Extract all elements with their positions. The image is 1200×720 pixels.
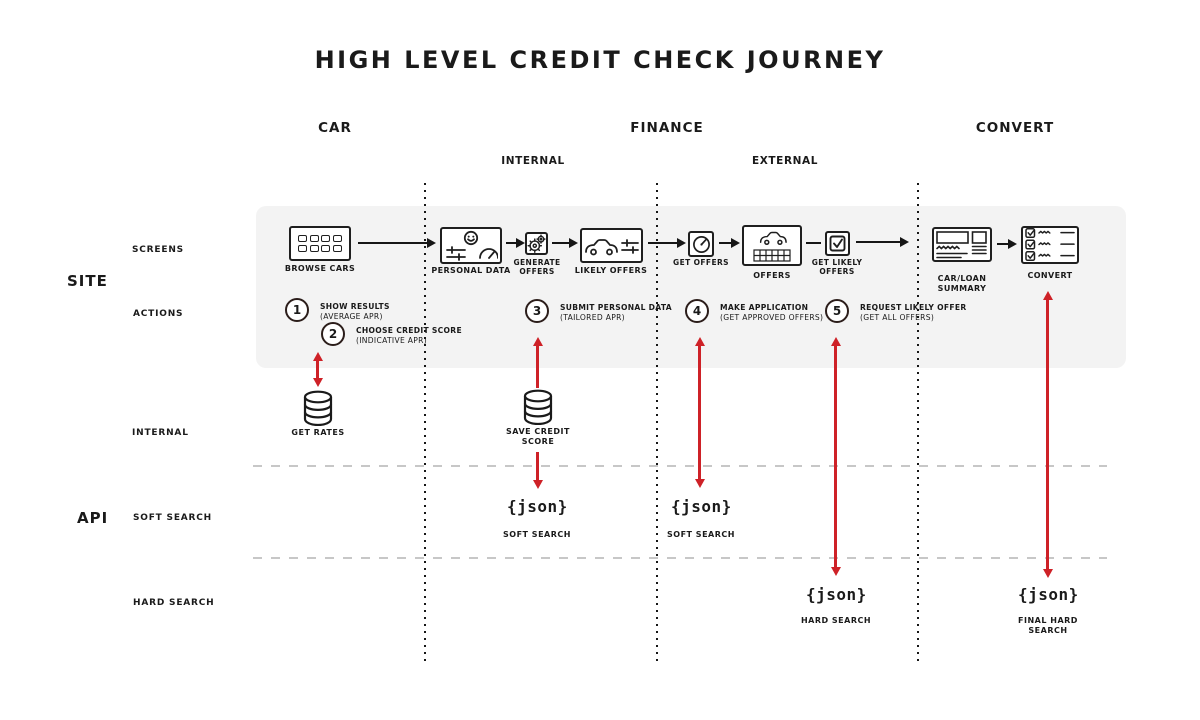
- action-label-3: SUBMIT PERSONAL DATA (TAILORED APR): [560, 303, 672, 323]
- screen-label-get-offers: GET OFFERS: [673, 258, 729, 267]
- screen-personal-data: [440, 227, 502, 264]
- api-label-soft-search-1: SOFT SEARCH: [503, 530, 571, 539]
- flow-arrow: [719, 237, 740, 249]
- checkbox-icon: [829, 235, 846, 252]
- screen-label-likely-offers: LIKELY OFFERS: [574, 266, 648, 275]
- screen-label-browse-cars: BROWSE CARS: [284, 264, 356, 273]
- subphase-internal: INTERNAL: [501, 155, 565, 167]
- lane-site: SITE: [67, 272, 108, 290]
- phase-car: CAR: [318, 120, 352, 136]
- lane-api: API: [77, 509, 109, 527]
- screen-browse-cars: [289, 226, 351, 261]
- red-arrow-save-score-up: [532, 337, 543, 388]
- screen-get-likely-offers: [825, 231, 850, 256]
- checklist-icon: [1025, 228, 1075, 262]
- thumbnail-grid-icon: [298, 235, 342, 252]
- flow-arrow: [648, 237, 686, 249]
- summary-page-icon: [936, 230, 987, 258]
- json-icon: {json}: [507, 497, 568, 516]
- datastore-label-get-rates: GET RATES: [291, 428, 345, 437]
- screen-car-loan-summary: [932, 227, 992, 262]
- screen-generate-offers: [525, 232, 548, 255]
- screen-label-get-likely-offers: GET LIKELY OFFERS: [811, 258, 863, 277]
- lane-internal: INTERNAL: [132, 428, 189, 438]
- screen-offers: [742, 225, 802, 266]
- screen-convert: [1021, 226, 1079, 264]
- flow-arrow: [552, 237, 578, 249]
- red-arrow-hard-search: [830, 337, 841, 576]
- action-label-4: MAKE APPLICATION (GET APPROVED OFFERS): [720, 303, 824, 323]
- action-step-4: 4: [685, 299, 709, 323]
- api-label-hard-search: HARD SEARCH: [800, 616, 872, 625]
- datastore-label-save-credit-score: SAVE CREDIT SCORE: [506, 427, 570, 447]
- phase-separator-dotted-3: [917, 183, 919, 661]
- api-label-soft-search-2: SOFT SEARCH: [667, 530, 735, 539]
- flow-arrow: [997, 238, 1017, 250]
- smiley-sliders-gauge-icon: [446, 230, 498, 261]
- action-step-1: 1: [285, 298, 309, 322]
- screen-label-offers: OFFERS: [753, 271, 791, 280]
- screen-label-generate-offers: GENERATE OFFERS: [513, 258, 561, 277]
- car-sliders-icon: [584, 238, 639, 255]
- api-label-final-hard-search: FINAL HARD SEARCH: [1018, 616, 1078, 636]
- flow-connector-line: [806, 242, 821, 245]
- json-icon: {json}: [1018, 585, 1079, 604]
- phase-separator-dotted-2: [656, 183, 658, 661]
- action-step-2: 2: [321, 322, 345, 346]
- action-label-5: REQUEST LIKELY OFFER (GET ALL OFFERS): [860, 303, 967, 323]
- screen-label-car-loan-summary: CAR/LOAN SUMMARY: [937, 274, 987, 293]
- lane-hard-search: HARD SEARCH: [133, 598, 215, 608]
- phase-convert: CONVERT: [975, 120, 1055, 136]
- phase-finance: FINANCE: [630, 120, 704, 136]
- lane-separator-dashed-1: [253, 465, 1107, 467]
- red-arrow-rates: [312, 352, 323, 387]
- screen-get-offers: [688, 231, 714, 257]
- action-step-3: 3: [525, 299, 549, 323]
- lane-actions: ACTIONS: [133, 309, 184, 319]
- action-label-2: CHOOSE CREDIT SCORE (INDICATIVE APR): [356, 326, 462, 346]
- database-icon: [523, 389, 553, 425]
- action-label-1: SHOW RESULTS (AVERAGE APR): [320, 302, 390, 322]
- flow-arrow: [358, 237, 436, 249]
- phase-separator-dotted-1: [424, 183, 426, 661]
- red-arrow-final-hard-search: [1042, 291, 1053, 578]
- flow-arrow: [506, 237, 525, 249]
- lane-soft-search: SOFT SEARCH: [133, 513, 213, 523]
- screen-label-convert: CONVERT: [1027, 271, 1073, 280]
- lane-screens: SCREENS: [132, 245, 184, 255]
- red-arrow-soft-search: [694, 337, 705, 488]
- car-table-icon: [753, 231, 791, 262]
- json-icon: {json}: [806, 585, 867, 604]
- screen-label-personal-data: PERSONAL DATA: [431, 266, 511, 275]
- flow-arrow: [856, 236, 909, 248]
- database-icon: [303, 390, 333, 426]
- json-icon: {json}: [671, 497, 732, 516]
- screen-likely-offers: [580, 228, 643, 263]
- page-title: HIGH LEVEL CREDIT CHECK JOURNEY: [314, 46, 886, 74]
- datastore-get-rates: [301, 390, 335, 426]
- red-arrow-save-score-down: [532, 452, 543, 489]
- subphase-external: EXTERNAL: [751, 155, 819, 167]
- dial-icon: [692, 235, 710, 253]
- gears-icon: [527, 234, 546, 253]
- action-step-5: 5: [825, 299, 849, 323]
- datastore-save-credit-score: [521, 389, 555, 425]
- lane-separator-dashed-2: [253, 557, 1107, 559]
